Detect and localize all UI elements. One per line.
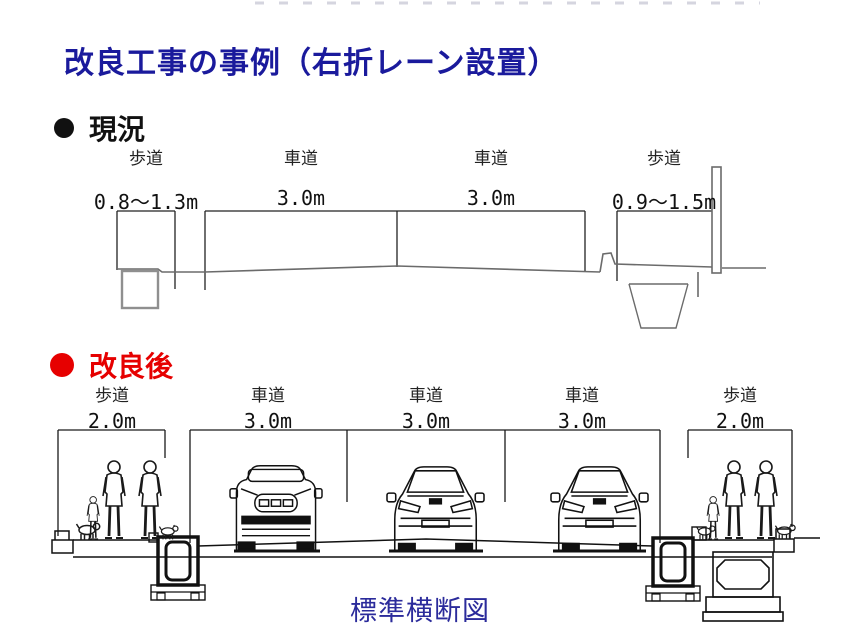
pedestrian-group-left [75, 459, 179, 541]
lane-label-current-road-right: 車道 [474, 149, 508, 168]
bullet-icon [50, 353, 74, 377]
retaining-wall [711, 166, 722, 274]
lane-label-current-sidewalk-left: 歩道 [129, 149, 163, 168]
lane-label-improved-sidewalk-left: 歩道 [95, 386, 129, 405]
right-ditch-trapezoid [628, 283, 689, 329]
dim-improved-road-2: 3.0m [401, 409, 451, 433]
section-heading-current-label: 現況 [89, 114, 146, 145]
bullet-icon [54, 118, 74, 138]
left-gutter-box [120, 269, 160, 310]
dim-current-sidewalk-left: 0.8～1.3m [93, 190, 199, 214]
section-heading-improved: 改良後 [50, 345, 173, 385]
u-gutter-right [645, 526, 707, 602]
lane-label-improved-road-1: 車道 [251, 386, 285, 405]
lane-label-improved-road-2: 車道 [409, 386, 443, 405]
dimension-lines-improved [57, 429, 793, 543]
lane-label-improved-road-3: 車道 [565, 386, 599, 405]
dim-improved-sidewalk-right: 2.0m [715, 409, 765, 433]
dim-current-road-right: 3.0m [466, 186, 516, 210]
dim-current-road-left: 3.0m [276, 186, 326, 210]
dim-improved-sidewalk-left: 2.0m [87, 409, 137, 433]
lane-label-improved-sidewalk-right: 歩道 [723, 386, 757, 405]
current-road-profile [117, 252, 766, 297]
dim-current-sidewalk-right: 0.9～1.5m [611, 190, 717, 214]
dim-improved-road-1: 3.0m [243, 409, 293, 433]
car-rear-suv [229, 465, 323, 551]
lane-label-current-road-left: 車道 [284, 149, 318, 168]
car-front-right [550, 466, 649, 553]
dimension-lines-current [116, 210, 712, 290]
box-culvert [702, 551, 784, 622]
pedestrian-group-right [695, 459, 796, 541]
section-heading-improved-label: 改良後 [89, 351, 174, 382]
page-title: 改良工事の事例（右折レーン設置） [64, 47, 559, 80]
u-gutter-left [148, 532, 206, 601]
diagram-caption: 標準横断図 [350, 596, 490, 626]
lane-label-current-sidewalk-right: 歩道 [647, 149, 681, 168]
section-heading-current: 現況 [54, 108, 145, 148]
dim-improved-road-3: 3.0m [557, 409, 607, 433]
